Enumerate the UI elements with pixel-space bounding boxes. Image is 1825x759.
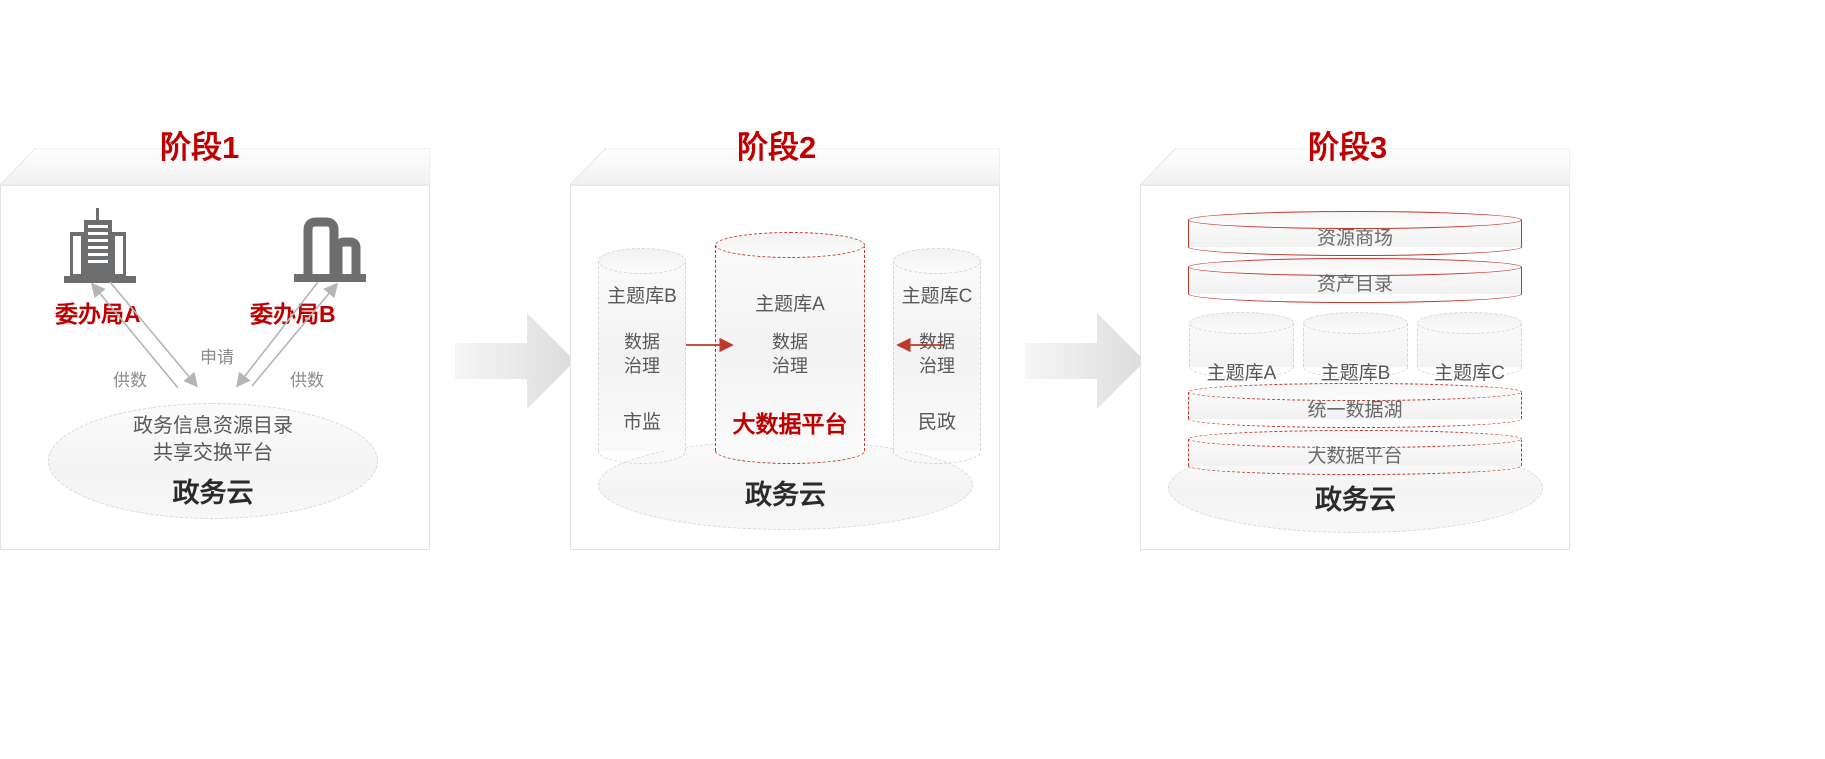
cloud-name-1: 政务云 bbox=[172, 478, 254, 508]
cylinder-cap bbox=[1303, 312, 1408, 334]
subject-db-a-cylinder bbox=[715, 232, 865, 464]
cloud-name-2: 政务云 bbox=[745, 480, 826, 510]
cylinder-body bbox=[715, 245, 865, 451]
subject-db-b-sub1: 数据 bbox=[624, 332, 660, 352]
cylinder-base bbox=[715, 438, 865, 464]
subject-db-b-cylinder bbox=[598, 248, 686, 464]
cloud-catalog-line2: 共享交换平台 bbox=[153, 442, 273, 464]
cloud-name-3: 政务云 bbox=[1315, 485, 1396, 515]
big-data-platform-label: 大数据平台 bbox=[732, 411, 848, 437]
cloud-catalog-line1: 政务信息资源目录 bbox=[133, 415, 293, 437]
flow-label-apply: 申请 bbox=[200, 348, 234, 367]
stage-1-to-2-arrow bbox=[455, 313, 575, 409]
stage-2-to-3-arrow bbox=[1025, 313, 1145, 409]
cylinder-cap bbox=[893, 248, 981, 274]
disc-cap bbox=[1188, 258, 1522, 276]
subject-db-b-title: 主题库B bbox=[607, 286, 677, 307]
disc-base bbox=[1188, 285, 1522, 303]
subject-db-a-sub2: 治理 bbox=[772, 356, 808, 376]
panel-title-stage-2: 阶段2 bbox=[737, 130, 817, 165]
subject-db-a-title: 主题库A bbox=[755, 294, 825, 315]
disc-cap bbox=[1188, 430, 1522, 448]
cylinder-cap bbox=[598, 248, 686, 274]
cylinder-base bbox=[893, 438, 981, 464]
disc-cap bbox=[1188, 383, 1522, 401]
subject-db-b-sub2: 治理 bbox=[624, 356, 660, 376]
subject-db-c-mini-label: 主题库C bbox=[1434, 363, 1505, 384]
subject-db-c-title: 主题库C bbox=[901, 286, 973, 307]
subject-db-c-cylinder bbox=[893, 248, 981, 464]
subject-db-a-sub1: 数据 bbox=[772, 332, 808, 352]
cylinder-base bbox=[1303, 356, 1408, 378]
asset-catalog-disc bbox=[1188, 258, 1522, 303]
cylinder-cap bbox=[715, 232, 865, 258]
cylinder-base bbox=[1189, 356, 1294, 378]
cylinder-body bbox=[893, 261, 981, 451]
unified-data-lake-disc bbox=[1188, 383, 1522, 428]
subject-db-a-mini-cylinder: 主题库A bbox=[1189, 312, 1294, 384]
subject-db-a-mini-label: 主题库A bbox=[1206, 363, 1277, 384]
cylinder-base bbox=[1417, 356, 1522, 378]
stage-1-flow-arrows bbox=[90, 281, 339, 389]
asset-catalog-label: 资产目录 bbox=[1316, 274, 1393, 295]
subject-db-b-bottom: 市监 bbox=[622, 412, 661, 433]
disc-base bbox=[1188, 238, 1522, 256]
cylinder-base bbox=[598, 438, 686, 464]
org-label-a: 委办局A bbox=[55, 301, 141, 327]
data-governance-arrows bbox=[686, 337, 944, 353]
disc-base bbox=[1188, 410, 1522, 428]
office-building-icon bbox=[60, 208, 140, 286]
resource-mall-disc bbox=[1188, 211, 1522, 256]
unified-data-lake-label: 统一数据湖 bbox=[1307, 400, 1403, 421]
subject-db-c-mini-cylinder: 主题库C bbox=[1417, 312, 1522, 384]
cylinder-cap bbox=[1189, 312, 1294, 334]
flow-label-supply-left: 供数 bbox=[113, 371, 147, 390]
resource-mall-label: 资源商场 bbox=[1316, 228, 1393, 249]
disc-base bbox=[1188, 457, 1522, 475]
factory-building-icon bbox=[288, 208, 370, 286]
cylinder-cap bbox=[1417, 312, 1522, 334]
big-data-platform-disc-label: 大数据平台 bbox=[1307, 446, 1403, 467]
subject-db-c-sub2: 治理 bbox=[919, 356, 955, 376]
panel-title-stage-1: 阶段1 bbox=[160, 130, 240, 165]
subject-db-b-mini-cylinder: 主题库B bbox=[1303, 312, 1408, 384]
flow-label-supply-right: 供数 bbox=[290, 371, 324, 390]
govt-cloud-ellipse-1 bbox=[48, 403, 378, 519]
big-data-platform-disc bbox=[1188, 430, 1522, 475]
cylinder-body bbox=[598, 261, 686, 451]
subject-db-b-mini-label: 主题库B bbox=[1320, 363, 1391, 384]
panel-title-stage-3: 阶段3 bbox=[1308, 130, 1388, 165]
disc-cap bbox=[1188, 211, 1522, 229]
subject-db-c-bottom: 民政 bbox=[917, 412, 956, 433]
subject-db-c-sub1: 数据 bbox=[919, 332, 955, 352]
